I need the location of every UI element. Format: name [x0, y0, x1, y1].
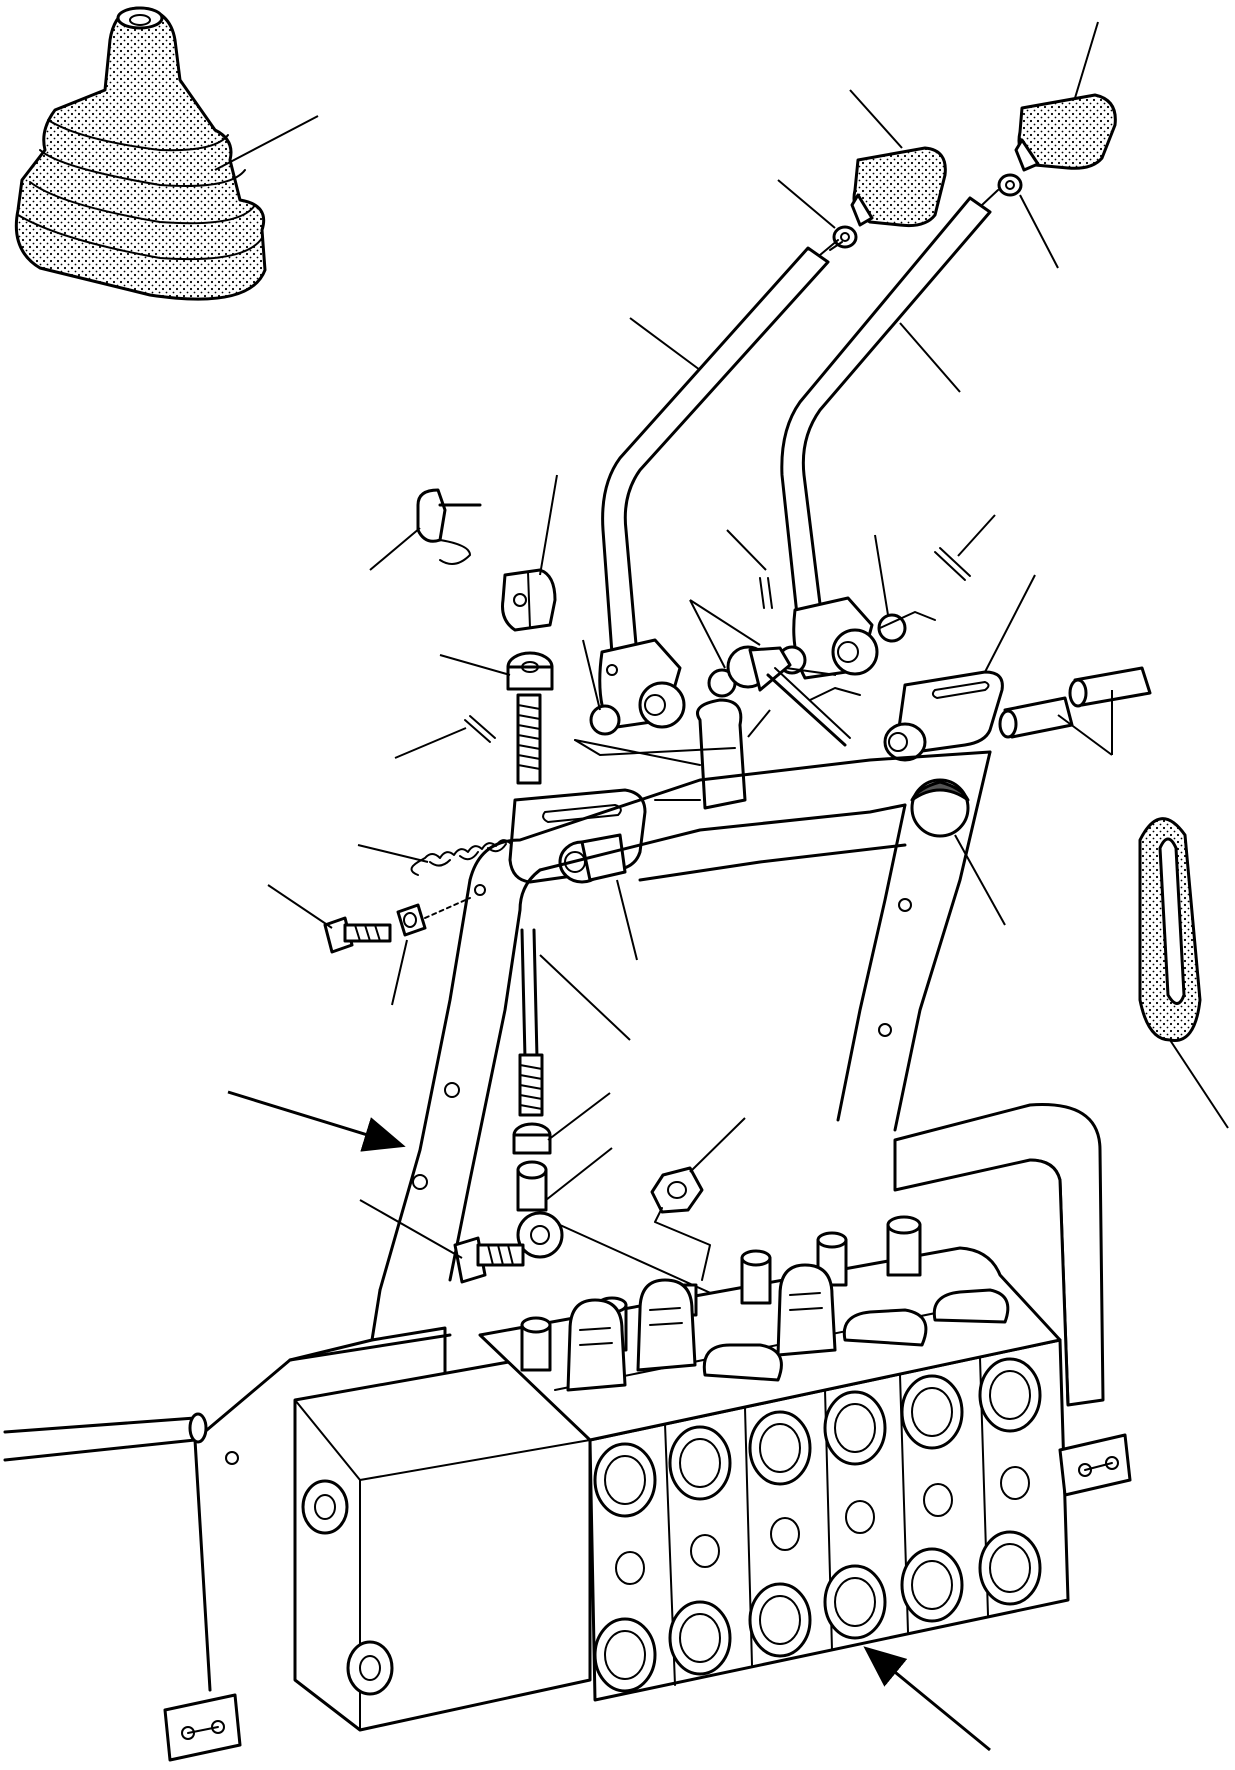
right-lever-base: [792, 596, 879, 680]
boot-gaiter: [14, 6, 267, 301]
ball-joint: [516, 1160, 564, 1259]
bushing: [589, 704, 621, 736]
linkage-rod: [518, 928, 544, 1117]
hex-nut: [650, 1166, 704, 1214]
pivot-shaft: [726, 645, 851, 747]
lever-nut-right: [997, 173, 1023, 197]
frame-nut-left: [396, 903, 427, 937]
mounting-frame: [3, 698, 992, 1692]
ball-joint-bolt: [453, 1236, 525, 1284]
end-cap: [910, 778, 970, 838]
clip-pin: [416, 488, 482, 565]
threaded-rod-upper: [516, 693, 542, 785]
frame-bolt-left: [323, 916, 392, 954]
roll-pin: [934, 547, 971, 581]
slotted-bracket-right: [883, 670, 1004, 762]
right-knob: [1014, 93, 1117, 172]
sleeve-pair: [998, 666, 1152, 739]
adjuster-nut-upper: [506, 651, 554, 691]
left-knob: [850, 146, 947, 227]
roll-pin: [464, 715, 496, 743]
adjuster-nut-lower: [512, 1122, 552, 1155]
lever-nut-left: [832, 225, 858, 249]
grommet: [1138, 817, 1202, 1042]
clevis-yoke: [501, 568, 557, 632]
roll-pin: [759, 577, 773, 609]
control-valve-bank: [163, 1103, 1132, 1762]
